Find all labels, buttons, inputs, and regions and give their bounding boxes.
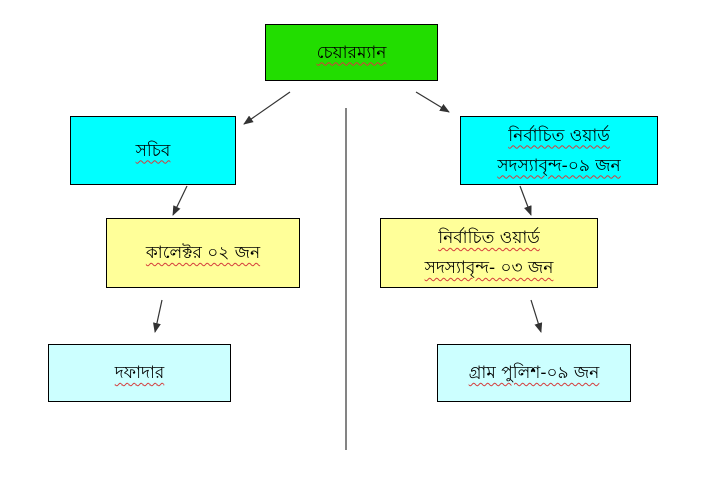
secretary-box: সচিব [70, 116, 236, 185]
arrow-chairman-to-ward9 [415, 91, 450, 113]
ward-members-09-label-line2: সদস্যাবৃন্দ-০৯ জন [497, 155, 621, 176]
collector-box: কালেক্টর ০২ জন [106, 218, 300, 288]
arrow-ward9-to-ward3 [519, 185, 532, 216]
arrow-secretary-to-collector [172, 185, 188, 216]
dafadar-label: দফাদার [114, 363, 165, 383]
ward-members-09-label-line1: নির্বাচিত ওয়ার্ড [508, 125, 610, 146]
ward-members-03-label-line2: সদস্যাবৃন্দ- ০৩ জন [424, 258, 554, 278]
secretary-label: সচিব [135, 140, 171, 161]
ward-members-03-label-line1: নির্বাচিত ওয়ার্ড [438, 228, 540, 248]
arrow-ward3-to-police [530, 299, 543, 333]
arrow-chairman-to-secretary [243, 91, 291, 125]
dafadar-box: দফাদার [48, 344, 231, 402]
collector-label: কালেক্টর ০২ জন [145, 243, 261, 263]
village-police-box: গ্রাম পুলিশ-০৯ জন [437, 344, 631, 402]
ward-members-03-box: নির্বাচিত ওয়ার্ড সদস্যাবৃন্দ- ০৩ জন [380, 218, 598, 288]
chairman-box: চেয়ারম্যান [265, 24, 438, 81]
arrow-collector-to-dafadar [153, 299, 163, 333]
ward-members-09-box: নির্বাচিত ওয়ার্ড সদস্যাবৃন্দ-০৯ জন [460, 116, 658, 185]
village-police-label: গ্রাম পুলিশ-০৯ জন [468, 363, 600, 383]
chairman-label: চেয়ারম্যান [316, 42, 387, 63]
